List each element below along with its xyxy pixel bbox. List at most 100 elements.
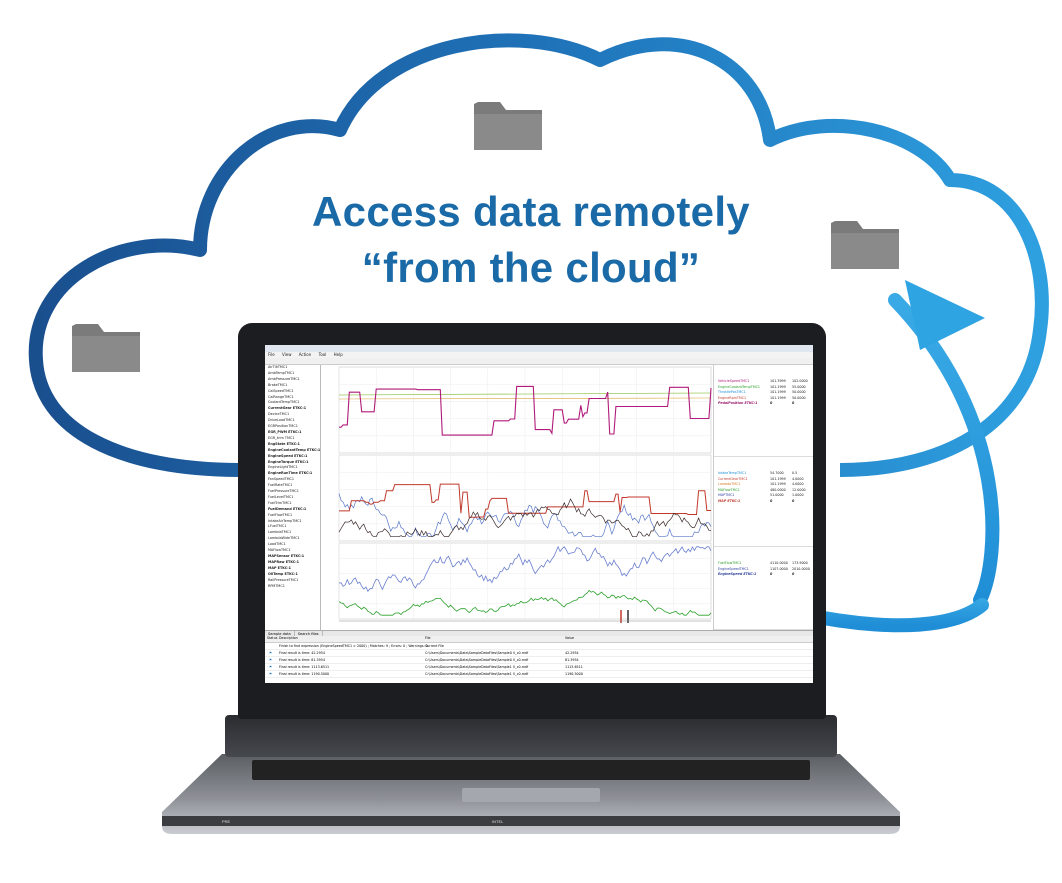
signal-item[interactable]: EGR_PWM ETKC:1 — [268, 429, 302, 434]
results-column-header[interactable]: Description — [279, 636, 298, 640]
legend-value-2: 0.5 — [792, 471, 798, 475]
signal-item[interactable]: LFuelTMC1 — [268, 524, 287, 529]
signal-item[interactable]: RailPressureTMC1 — [268, 577, 299, 582]
results-row[interactable]: Finish to find expression (EngineSpeedTM… — [265, 643, 813, 650]
result-file: C:\Users\Documents\Data\SampleDataFiles\… — [425, 657, 529, 662]
signal-item[interactable]: FuelDemand ETKC:1 — [268, 506, 307, 511]
graph-area[interactable] — [321, 365, 713, 630]
touchpad — [462, 788, 600, 802]
trace-throttle — [338, 397, 712, 400]
sync-arrow-upper — [888, 293, 1000, 607]
folder-icon — [72, 324, 140, 372]
signal-item[interactable]: OilTemp ETKC:1 — [268, 571, 298, 576]
signal-item[interactable]: AmbTempTMC1 — [268, 370, 295, 375]
signal-item[interactable]: MAPRaw ETKC:1 — [268, 559, 300, 564]
signal-item[interactable]: EGRPositionTMC1 — [268, 424, 298, 429]
menu-file[interactable]: File — [268, 352, 275, 357]
signal-item[interactable]: AirTiltTMC1 — [268, 365, 288, 369]
signal-item[interactable]: EngineCoolantTemp ETKC:1 — [268, 447, 321, 452]
sync-arrow-upper-head — [905, 280, 985, 350]
trace-engine-speed — [338, 545, 712, 593]
signal-item[interactable]: MAP ETKC:1 — [268, 565, 291, 570]
find-result-icon: ⚑ — [269, 650, 272, 655]
signal-item[interactable]: DriveLoadTMC1 — [268, 418, 295, 423]
results-column-header[interactable]: Value — [565, 636, 575, 640]
laptop-base: PRE INTEL — [162, 754, 900, 834]
signal-item[interactable]: EngineTorque ETKC:1 — [268, 459, 309, 464]
signal-item[interactable]: RPMTMC1 — [268, 583, 285, 588]
signal-item[interactable]: MAPSensor ETKC:1 — [268, 554, 305, 558]
signal-item[interactable]: EngineSpeed ETKC:1 — [268, 453, 308, 458]
result-value: 1113.6511 — [565, 664, 583, 669]
signal-item[interactable]: CalSpeedTMC1 — [268, 388, 294, 393]
results-column-header[interactable]: Status — [267, 636, 278, 640]
legend-value-2: 102.0000 — [792, 379, 808, 383]
signal-item[interactable]: LambdaTMC1 — [268, 530, 292, 535]
legend-signal-name: EngineSpeed ETKC:1 — [718, 572, 757, 577]
keyboard — [252, 760, 810, 780]
legend-value-2: 2010.0000 — [792, 566, 810, 571]
tab-search-files[interactable]: Search files — [295, 631, 323, 637]
signal-item[interactable]: FuelPressureTMC1 — [268, 489, 299, 494]
legend-value-1: 480.0000 — [770, 487, 786, 492]
signal-item[interactable]: EGR_trim TMC1 — [268, 435, 295, 440]
legend-value-2: 4.0000 — [792, 482, 804, 487]
legend-value-2: 0 — [792, 401, 795, 406]
tab-sample-data[interactable]: Sample data — [265, 631, 295, 637]
signal-item[interactable]: EngineRunTime ETKC:1 — [268, 471, 313, 476]
signal-item[interactable]: LambdaWideTMC1 — [268, 536, 300, 541]
signal-item[interactable]: FuelTrimTMC1 — [268, 500, 292, 505]
legend-value-1: 0 — [770, 572, 773, 577]
signal-item[interactable]: DeviceTMC1 — [268, 412, 290, 417]
results-column-header[interactable]: File — [425, 636, 431, 640]
menu-action[interactable]: Action — [298, 352, 312, 357]
signal-item[interactable]: FanSpeedTMC1 — [268, 477, 295, 482]
signal-item[interactable]: EngState ETKC:1 — [268, 441, 300, 446]
signal-item[interactable]: EngineLightTMC1 — [268, 465, 298, 470]
legend-value-2: 1.0000 — [792, 493, 804, 498]
signal-item[interactable]: FuelFlowTMC1 — [268, 512, 293, 517]
signal-item[interactable]: LoadTMC1 — [268, 542, 286, 547]
legend-signal-name: MAFlowTMC1 — [718, 487, 740, 492]
signal-item[interactable]: FuelLevelTMC1 — [268, 494, 294, 499]
signal-item[interactable]: FuelRateTMC1 — [268, 483, 293, 488]
signal-item[interactable]: AmbPressureTMC1 — [268, 376, 300, 381]
legend-signal-name: EngineCoolantTempTMC1 — [718, 384, 760, 389]
signal-item[interactable]: IntakeAirTempTMC1 — [268, 518, 302, 523]
legend-value-1: 0 — [770, 401, 773, 406]
legend-signal-name: IntakeTempTMC1 — [718, 471, 747, 475]
legend-value-2: 0 — [792, 498, 795, 503]
signal-item[interactable]: BrakeTMC1 — [268, 382, 288, 387]
result-desc: Final result is time: 1190.5000 — [279, 671, 330, 676]
signal-item[interactable]: CoolantTempTMC1 — [268, 400, 300, 405]
menu-tool[interactable]: Tool — [318, 352, 327, 357]
signal-item[interactable]: MAFlowTMC1 — [268, 548, 291, 553]
signal-item[interactable]: CalRangeTMC1 — [268, 394, 294, 399]
laptop-hinge — [225, 715, 837, 757]
signal-item[interactable]: CurrentGear ETKC:1 — [268, 406, 307, 411]
menu-view[interactable]: View — [281, 352, 292, 357]
legend-value-1: 101.1999 — [770, 384, 786, 389]
menu-help[interactable]: Help — [333, 352, 343, 357]
